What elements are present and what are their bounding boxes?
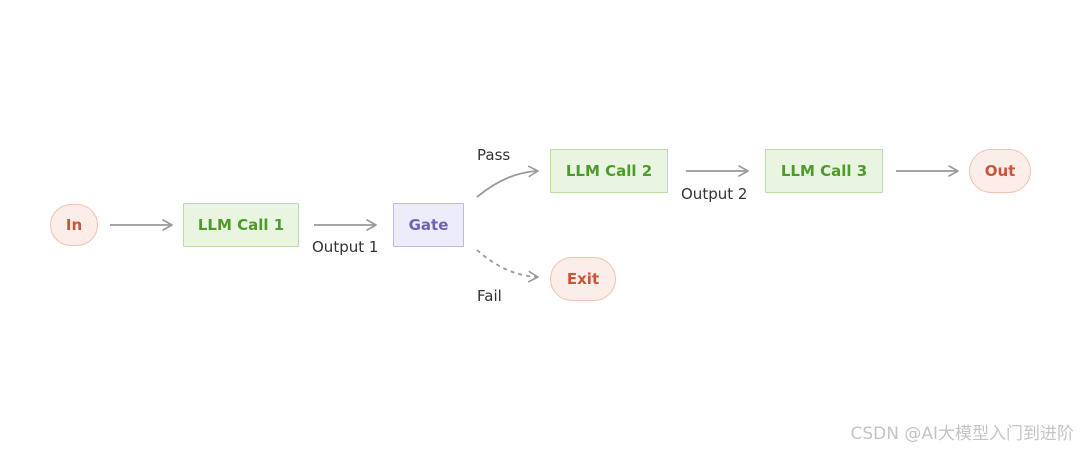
edge-label-output-2: Output 2: [681, 185, 748, 203]
edge-label-output-1: Output 1: [312, 238, 379, 256]
node-out: Out: [969, 149, 1031, 193]
edge-label-fail: Fail: [477, 287, 502, 305]
node-llm-call-3-label: LLM Call 3: [780, 162, 868, 180]
node-llm-call-3: LLM Call 3: [765, 149, 883, 193]
node-out-label: Out: [984, 162, 1016, 180]
edge-gate-to-llm2-pass: [476, 165, 539, 198]
node-exit: Exit: [550, 257, 616, 301]
node-exit-label: Exit: [566, 270, 600, 288]
node-gate-label: Gate: [408, 216, 449, 234]
node-llm-call-2: LLM Call 2: [550, 149, 668, 193]
node-in-label: In: [65, 216, 83, 234]
node-llm-call-2-label: LLM Call 2: [565, 162, 653, 180]
node-gate: Gate: [393, 203, 464, 247]
node-llm-call-1-label: LLM Call 1: [197, 216, 285, 234]
node-in: In: [50, 204, 98, 246]
watermark: CSDN @AI大模型入门到进阶: [850, 424, 1074, 444]
edge-label-pass: Pass: [477, 146, 511, 164]
node-llm-call-1: LLM Call 1: [183, 203, 299, 247]
edge-gate-to-exit-fail: [476, 249, 539, 283]
